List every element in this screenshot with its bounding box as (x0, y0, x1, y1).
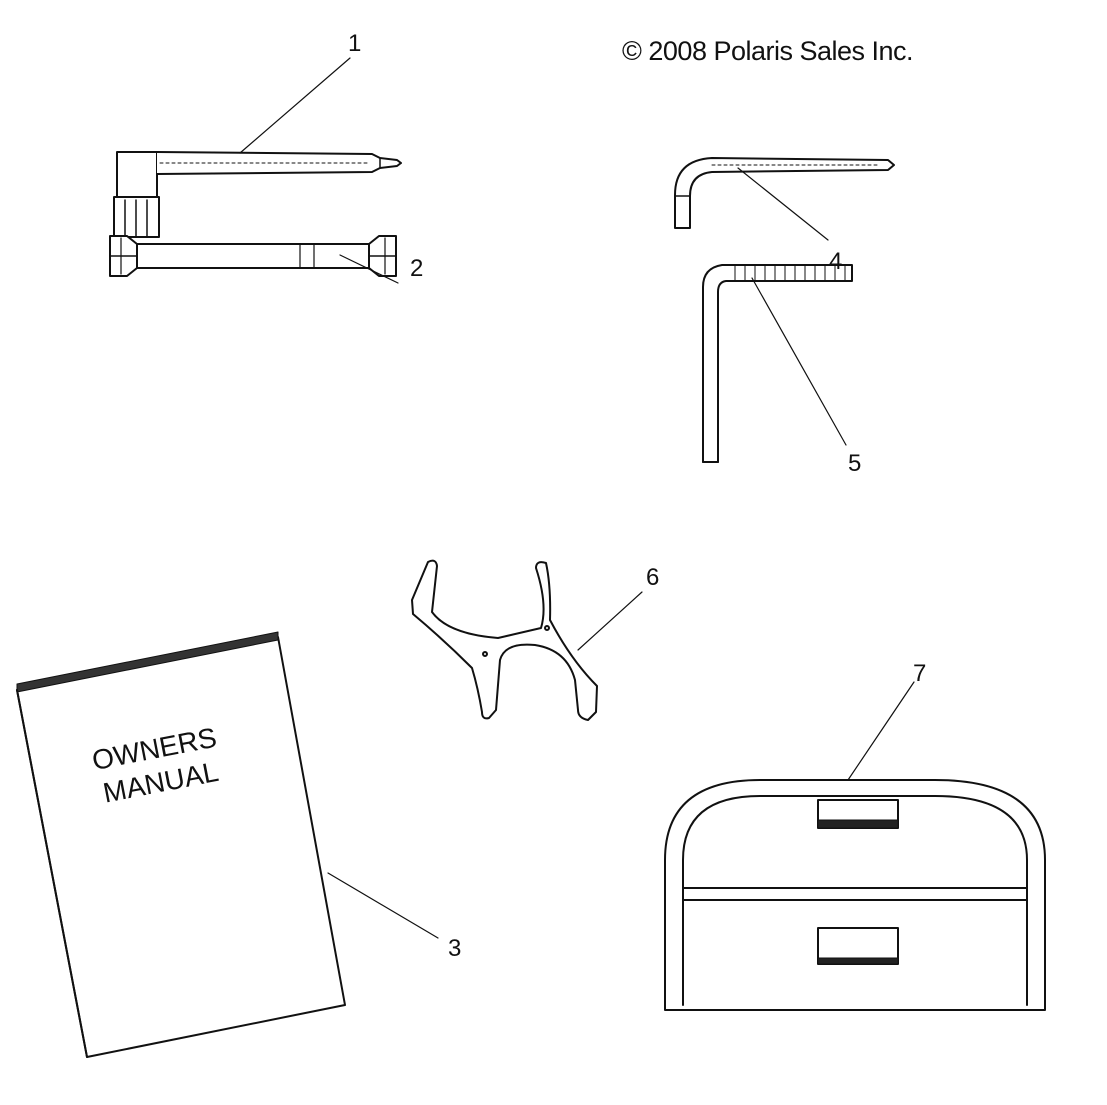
copyright-notice: © 2008 Polaris Sales Inc. (622, 36, 914, 66)
owners-manual-book (16, 631, 346, 1058)
leader-line-1 (239, 57, 351, 154)
leader-line-3 (327, 872, 439, 939)
leader-line-7 (847, 681, 915, 781)
callout-2: 2 (410, 255, 424, 282)
spanner-wrench (411, 559, 598, 721)
screwdriver-tool (113, 151, 402, 238)
tool-bag (664, 779, 1046, 1011)
callout-7: 7 (913, 660, 927, 687)
callout-3: 3 (448, 935, 462, 962)
leader-line-2 (339, 254, 399, 284)
callout-5: 5 (848, 450, 862, 477)
leader-line-5 (751, 277, 847, 446)
socket-tube (109, 235, 397, 277)
callout-4: 4 (829, 248, 843, 275)
leader-line-6 (577, 591, 643, 651)
leader-line-4 (737, 167, 829, 241)
callout-1: 1 (348, 30, 362, 57)
bent-wrench-tool (674, 157, 895, 229)
l-bolt (702, 264, 853, 463)
callout-6: 6 (646, 564, 660, 591)
